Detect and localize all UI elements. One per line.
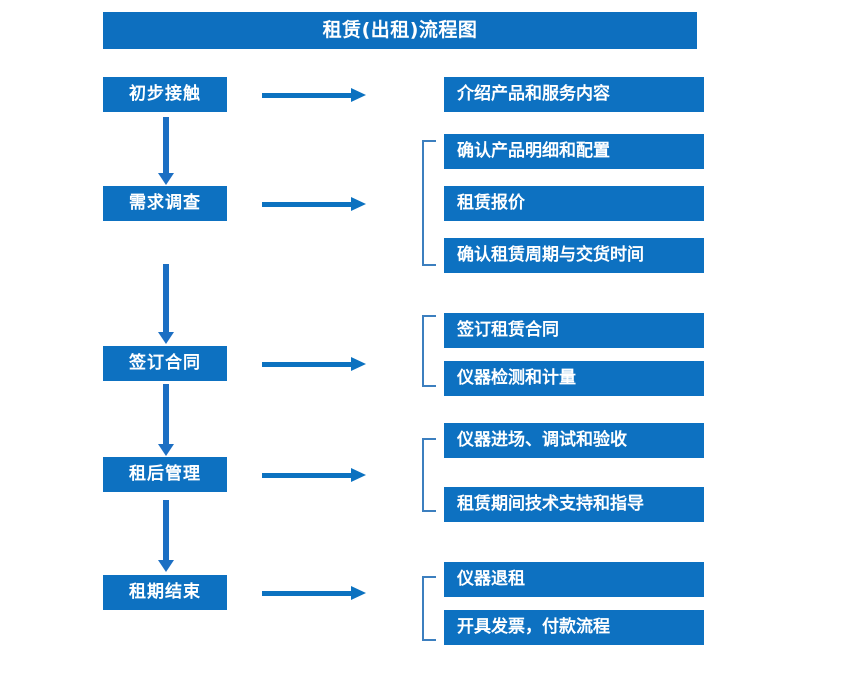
arrow-head bbox=[351, 357, 366, 371]
arrow-stage-5-to-tasks bbox=[262, 586, 366, 600]
task-box-5-2[interactable]: 开具发票，付款流程 bbox=[444, 610, 704, 645]
arrow-shaft bbox=[262, 93, 352, 98]
stage-box-1[interactable]: 初步接触 bbox=[103, 77, 227, 112]
stage-label-4: 租后管理 bbox=[129, 464, 201, 484]
task-label-2-1: 确认产品明细和配置 bbox=[457, 141, 610, 161]
task-label-3-2: 仪器检测和计量 bbox=[457, 368, 576, 388]
arrow-head bbox=[158, 560, 174, 572]
task-box-3-1[interactable]: 签订租赁合同 bbox=[444, 313, 704, 348]
arrow-head bbox=[351, 197, 366, 211]
task-box-3-2[interactable]: 仪器检测和计量 bbox=[444, 361, 704, 396]
bracket-spine bbox=[422, 576, 424, 641]
task-label-1-1: 介绍产品和服务内容 bbox=[457, 84, 610, 104]
bracket-stub-bottom bbox=[422, 639, 436, 641]
group-bracket-3 bbox=[422, 315, 442, 387]
group-bracket-5 bbox=[422, 576, 442, 641]
task-box-1-1[interactable]: 介绍产品和服务内容 bbox=[444, 77, 704, 112]
arrow-head bbox=[158, 173, 174, 185]
arrow-shaft bbox=[262, 362, 352, 367]
stage-box-5[interactable]: 租期结束 bbox=[103, 575, 227, 610]
arrow-shaft bbox=[262, 473, 352, 478]
bracket-stub-top bbox=[422, 140, 436, 142]
task-label-4-1: 仪器进场、调试和验收 bbox=[457, 430, 627, 450]
arrow-head bbox=[351, 468, 366, 482]
arrow-head bbox=[158, 332, 174, 344]
task-box-2-1[interactable]: 确认产品明细和配置 bbox=[444, 134, 704, 169]
group-bracket-4 bbox=[422, 438, 442, 512]
group-bracket-2 bbox=[422, 140, 442, 266]
bracket-spine bbox=[422, 315, 424, 387]
chart-title: 租赁(出租)流程图 bbox=[322, 19, 478, 41]
arrow-stage-4-to-stage-5 bbox=[158, 500, 174, 572]
task-label-5-1: 仪器退租 bbox=[457, 569, 525, 589]
arrow-stage-3-to-tasks bbox=[262, 357, 366, 371]
task-label-4-2: 租赁期间技术支持和指导 bbox=[457, 494, 644, 514]
bracket-spine bbox=[422, 438, 424, 512]
arrow-shaft bbox=[262, 202, 352, 207]
arrow-head bbox=[158, 444, 174, 456]
stage-box-4[interactable]: 租后管理 bbox=[103, 457, 227, 492]
bracket-stub-top bbox=[422, 315, 436, 317]
stage-box-2[interactable]: 需求调查 bbox=[103, 186, 227, 221]
task-box-2-3[interactable]: 确认租赁周期与交货时间 bbox=[444, 238, 704, 273]
task-label-2-2: 租赁报价 bbox=[457, 193, 525, 213]
bracket-stub-top bbox=[422, 438, 436, 440]
task-label-2-3: 确认租赁周期与交货时间 bbox=[457, 245, 644, 265]
stage-label-3: 签订合同 bbox=[129, 353, 201, 373]
stage-label-1: 初步接触 bbox=[129, 84, 201, 104]
arrow-shaft bbox=[262, 591, 352, 596]
stage-label-5: 租期结束 bbox=[129, 582, 201, 602]
task-box-4-1[interactable]: 仪器进场、调试和验收 bbox=[444, 423, 704, 458]
task-box-2-2[interactable]: 租赁报价 bbox=[444, 186, 704, 221]
task-label-5-2: 开具发票，付款流程 bbox=[457, 617, 610, 637]
arrow-shaft bbox=[163, 384, 169, 444]
arrow-stage-1-to-stage-2 bbox=[158, 117, 174, 185]
arrow-stage-2-to-tasks bbox=[262, 197, 366, 211]
task-box-5-1[interactable]: 仪器退租 bbox=[444, 562, 704, 597]
bracket-stub-bottom bbox=[422, 264, 436, 266]
arrow-stage-3-to-stage-4 bbox=[158, 384, 174, 456]
arrow-head bbox=[351, 88, 366, 102]
arrow-shaft bbox=[163, 264, 169, 332]
chart-title-bar: 租赁(出租)流程图 bbox=[103, 12, 697, 49]
task-label-3-1: 签订租赁合同 bbox=[457, 320, 559, 340]
arrow-shaft bbox=[163, 500, 169, 560]
bracket-spine bbox=[422, 140, 424, 266]
arrow-stage-4-to-tasks bbox=[262, 468, 366, 482]
bracket-stub-bottom bbox=[422, 510, 436, 512]
stage-label-2: 需求调查 bbox=[129, 193, 201, 213]
arrow-stage-1-to-tasks bbox=[262, 88, 366, 102]
arrow-stage-2-to-stage-3 bbox=[158, 264, 174, 344]
arrow-head bbox=[351, 586, 366, 600]
arrow-shaft bbox=[163, 117, 169, 173]
bracket-stub-top bbox=[422, 576, 436, 578]
task-box-4-2[interactable]: 租赁期间技术支持和指导 bbox=[444, 487, 704, 522]
stage-box-3[interactable]: 签订合同 bbox=[103, 346, 227, 381]
bracket-stub-bottom bbox=[422, 385, 436, 387]
